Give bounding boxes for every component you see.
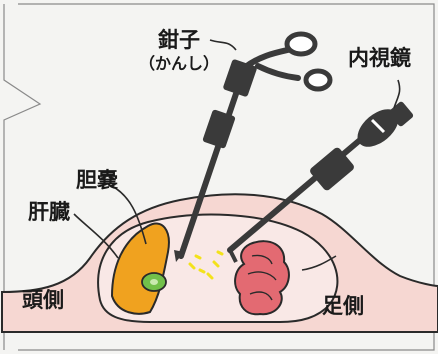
intestine-shape <box>235 241 289 314</box>
label-gallbladder: 胆嚢 <box>76 170 118 191</box>
label-endoscope: 内視鏡 <box>348 48 411 69</box>
label-foot-side: 足側 <box>322 296 364 317</box>
label-liver: 肝臓 <box>28 202 70 223</box>
gallbladder-highlight <box>150 279 158 285</box>
label-forceps-reading: （かんし） <box>139 56 219 72</box>
label-head-side: 頭側 <box>22 290 64 311</box>
label-forceps: 鉗子 <box>158 30 200 51</box>
